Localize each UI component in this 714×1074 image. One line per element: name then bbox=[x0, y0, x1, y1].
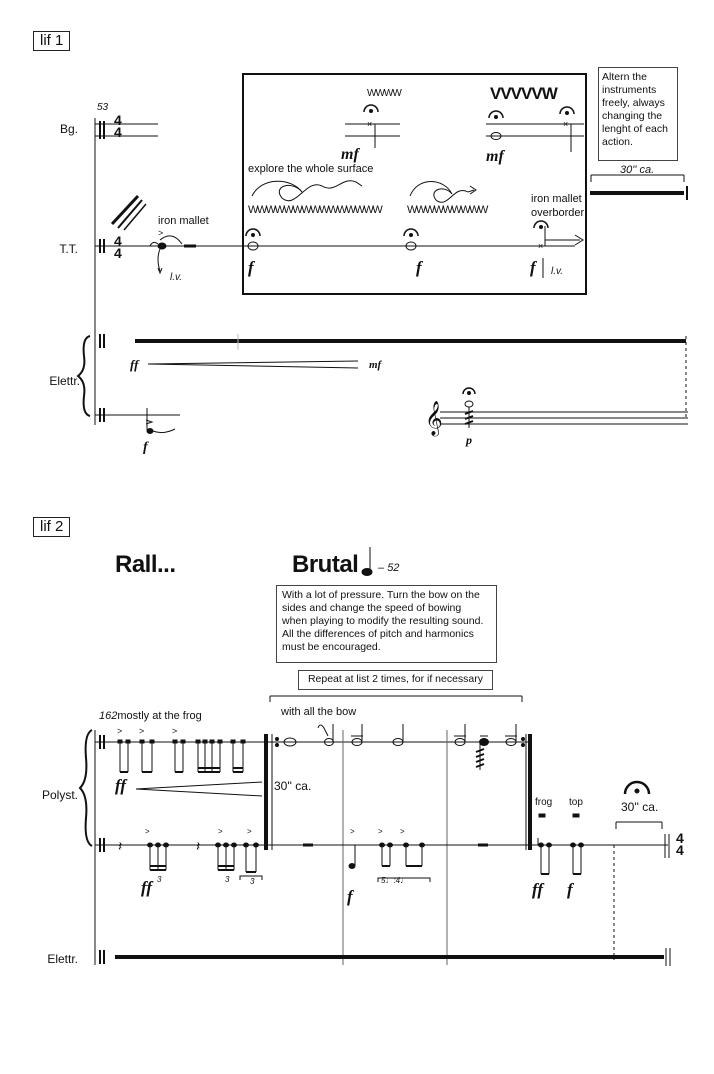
brutal-heading: Brutal bbox=[292, 551, 359, 578]
svg-text:>: > bbox=[218, 827, 223, 836]
tremolo-wave-big: VVVVVW bbox=[490, 84, 558, 103]
iron-mallet-label-2: iron mallet bbox=[531, 193, 582, 205]
brace bbox=[76, 335, 91, 417]
dynamic-mf: mf bbox=[341, 146, 359, 163]
svg-text:>: > bbox=[378, 827, 383, 836]
instrument-label-tt: T.T. bbox=[59, 242, 78, 256]
tempo-marking: – 52 bbox=[378, 562, 400, 574]
fermata-icon bbox=[623, 780, 651, 795]
aleatoric-box bbox=[242, 73, 587, 295]
tuplet-3: 3 bbox=[157, 875, 162, 884]
repeat-instruction: Repeat at list 2 times, for if necessary bbox=[298, 670, 493, 690]
dynamic-f: f bbox=[530, 258, 536, 277]
instrument-label-bg: Bg. bbox=[59, 122, 78, 136]
performance-instruction-note: With a lot of pressure. Turn the bow on … bbox=[276, 585, 497, 663]
tremolo-wave-mid: WWWWWWWWW bbox=[407, 204, 488, 216]
spiral-gesture bbox=[251, 180, 363, 201]
tremolo-wave-long: WWWWWWWWWWWWWWW bbox=[248, 204, 383, 216]
svg-text:>: > bbox=[400, 827, 405, 836]
svg-text:>: > bbox=[172, 726, 177, 736]
duration-label: 30'' ca. bbox=[621, 800, 659, 814]
dynamic-f: f bbox=[143, 440, 148, 455]
tuplet-3: 3 bbox=[250, 877, 255, 886]
rall-heading: Rall... bbox=[115, 551, 176, 578]
treble-clef-icon: 𝄞 bbox=[425, 401, 443, 437]
top-label: top bbox=[569, 797, 583, 808]
mallet-icon bbox=[110, 194, 147, 231]
iron-mallet-label: iron mallet bbox=[158, 215, 209, 227]
duration-label: 30'' ca. bbox=[620, 164, 655, 176]
dynamic-mf: mf bbox=[369, 359, 382, 371]
dynamic-mf: mf bbox=[486, 148, 504, 165]
svg-text:>: > bbox=[158, 228, 163, 238]
svg-text:×: × bbox=[538, 241, 543, 251]
svg-text:>: > bbox=[247, 827, 252, 836]
tuplet-3: 3 bbox=[225, 875, 230, 884]
svg-text:>: > bbox=[145, 827, 150, 836]
svg-text:>: > bbox=[139, 726, 144, 736]
dynamic-ff: ff bbox=[532, 880, 544, 899]
dynamic-f: f bbox=[347, 887, 353, 906]
dynamic-p: p bbox=[466, 433, 472, 447]
frog-label: frog bbox=[535, 797, 553, 808]
brace bbox=[78, 729, 93, 847]
svg-text:×: × bbox=[563, 119, 568, 129]
dynamic-f: f bbox=[248, 258, 254, 277]
lv-label-2: l.v. bbox=[551, 266, 564, 277]
instrument-label-elettr: Elettr. bbox=[47, 952, 78, 966]
duration-label: 30'' ca. bbox=[274, 779, 312, 793]
tuplet-5-4: 5♩:4♩ bbox=[381, 876, 409, 885]
section-label-lif-1: lif 1 bbox=[33, 31, 71, 51]
section-label-lif-2: lif 2 bbox=[33, 517, 71, 537]
svg-text:×: × bbox=[367, 119, 372, 129]
measure-number: 162mostly at the frog bbox=[99, 710, 202, 722]
lv-label: l.v. bbox=[170, 272, 183, 283]
instrument-label-polyst: Polyst. bbox=[41, 788, 78, 802]
svg-text:𝄽: 𝄽 bbox=[118, 838, 122, 854]
instrument-label-elettr: Elettr. bbox=[49, 374, 80, 388]
svg-text:>: > bbox=[350, 827, 355, 836]
with-all-bow-label: with all the bow bbox=[281, 706, 357, 718]
dynamic-f: f bbox=[416, 258, 422, 277]
alternation-instruction-note: Altern the instruments freely, always ch… bbox=[598, 67, 678, 161]
overborder-label: overborder bbox=[531, 207, 585, 219]
dynamic-f: f bbox=[567, 880, 573, 899]
svg-text:𝄽: 𝄽 bbox=[196, 838, 200, 854]
svg-text:>: > bbox=[117, 726, 122, 736]
spiral-gesture bbox=[409, 181, 475, 203]
dynamic-ff: ff bbox=[115, 776, 127, 795]
tremolo-wave-small: WWWW bbox=[367, 88, 402, 99]
measure-number: 53 bbox=[97, 102, 109, 113]
explore-surface-label: explore the whole surface bbox=[248, 163, 374, 175]
dynamic-ff: ff bbox=[130, 357, 139, 372]
dynamic-ff: ff bbox=[141, 878, 153, 897]
